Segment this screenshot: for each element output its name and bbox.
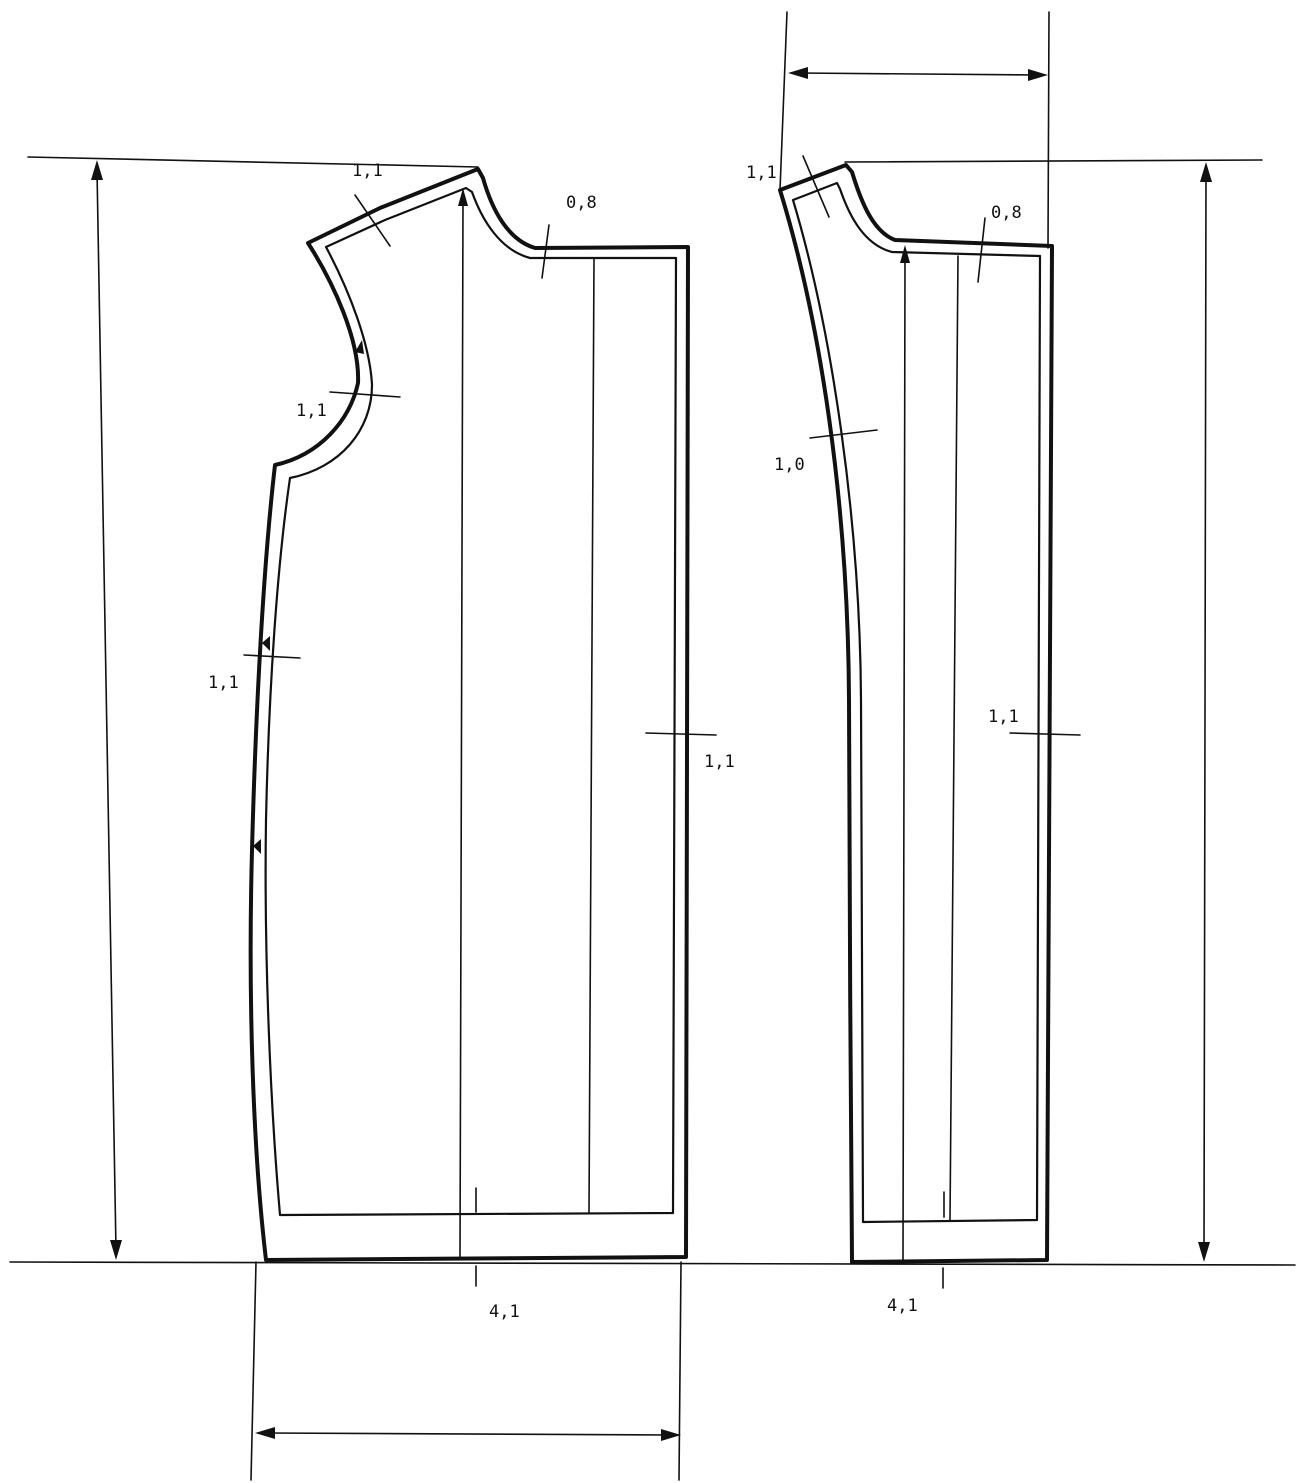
arrow-tip	[788, 67, 808, 79]
dimension-arrows	[91, 67, 1212, 1441]
right-center-allowance-label: 1,1	[988, 707, 1019, 727]
left-piece-outer-outline	[248, 167, 690, 1262]
right-length-arrow	[1203, 171, 1207, 1253]
right-neck-allowance-label: 0,8	[991, 203, 1022, 223]
arrow-tip	[1198, 1242, 1210, 1262]
arrow-tip	[255, 1427, 275, 1439]
top-reference-line-right	[844, 159, 1263, 163]
side-notch	[262, 636, 270, 651]
right-side-allowance-label: 1,0	[774, 455, 805, 475]
arrow-tip	[1028, 69, 1048, 81]
grainline-arrow-tip	[458, 188, 468, 206]
right-width-arrow	[797, 72, 1039, 76]
right-shoulder-allowance-label: 1,1	[746, 163, 777, 183]
center-tick	[645, 732, 717, 736]
side-tick	[243, 654, 301, 659]
right-hem-allowance-label: 4,1	[887, 1296, 918, 1316]
left-piece-center-line	[588, 257, 595, 1214]
arrow-tip	[661, 1429, 681, 1441]
left-length-arrow	[96, 169, 117, 1251]
left-width-arrow	[264, 1432, 671, 1436]
right-piece-center-line	[949, 255, 959, 1221]
right-piece-outer-outline	[778, 163, 1054, 1264]
side-notch	[253, 839, 261, 854]
right-width-guide-a	[779, 11, 788, 191]
center-tick	[1009, 732, 1081, 736]
armhole-notch	[355, 340, 364, 354]
right-piece-inner-outline	[791, 181, 1042, 1224]
side-tick	[809, 429, 878, 439]
left-side-allowance-label: 1,1	[208, 673, 239, 693]
left-shoulder-allowance-label: 1,1	[352, 161, 383, 181]
left-armhole-allowance-label: 1,1	[296, 401, 327, 421]
left-width-guide-a	[250, 1261, 257, 1481]
hem-reference-line	[9, 1261, 1296, 1266]
armhole-tick	[329, 391, 401, 398]
arrow-tip	[110, 1240, 122, 1260]
shoulder-tick	[354, 194, 391, 247]
left-width-guide-b	[678, 1261, 682, 1481]
right-width-guide-b	[1047, 11, 1050, 249]
arrow-tip	[1200, 162, 1212, 182]
reference-lines	[9, 11, 1296, 1481]
shoulder-tick	[802, 155, 830, 218]
right-pattern-piece: 1,1 0,8 1,0 1,1 4,1	[746, 155, 1081, 1316]
right-piece-grainline	[902, 257, 906, 1261]
neck-tick	[541, 224, 550, 279]
left-piece-inner-outline	[264, 186, 678, 1217]
left-center-allowance-label: 1,1	[704, 752, 735, 772]
left-hem-allowance-label: 4,1	[489, 1302, 520, 1322]
neck-tick	[977, 217, 986, 283]
grainline-arrow-tip	[900, 245, 910, 263]
left-neck-allowance-label: 0,8	[566, 193, 597, 213]
left-pattern-piece: 1,1 0,8 1,1 1,1 1,1 4,1	[208, 161, 735, 1322]
left-piece-grainline	[459, 199, 464, 1258]
arrow-tip	[91, 160, 103, 180]
top-reference-line-left	[27, 156, 479, 168]
